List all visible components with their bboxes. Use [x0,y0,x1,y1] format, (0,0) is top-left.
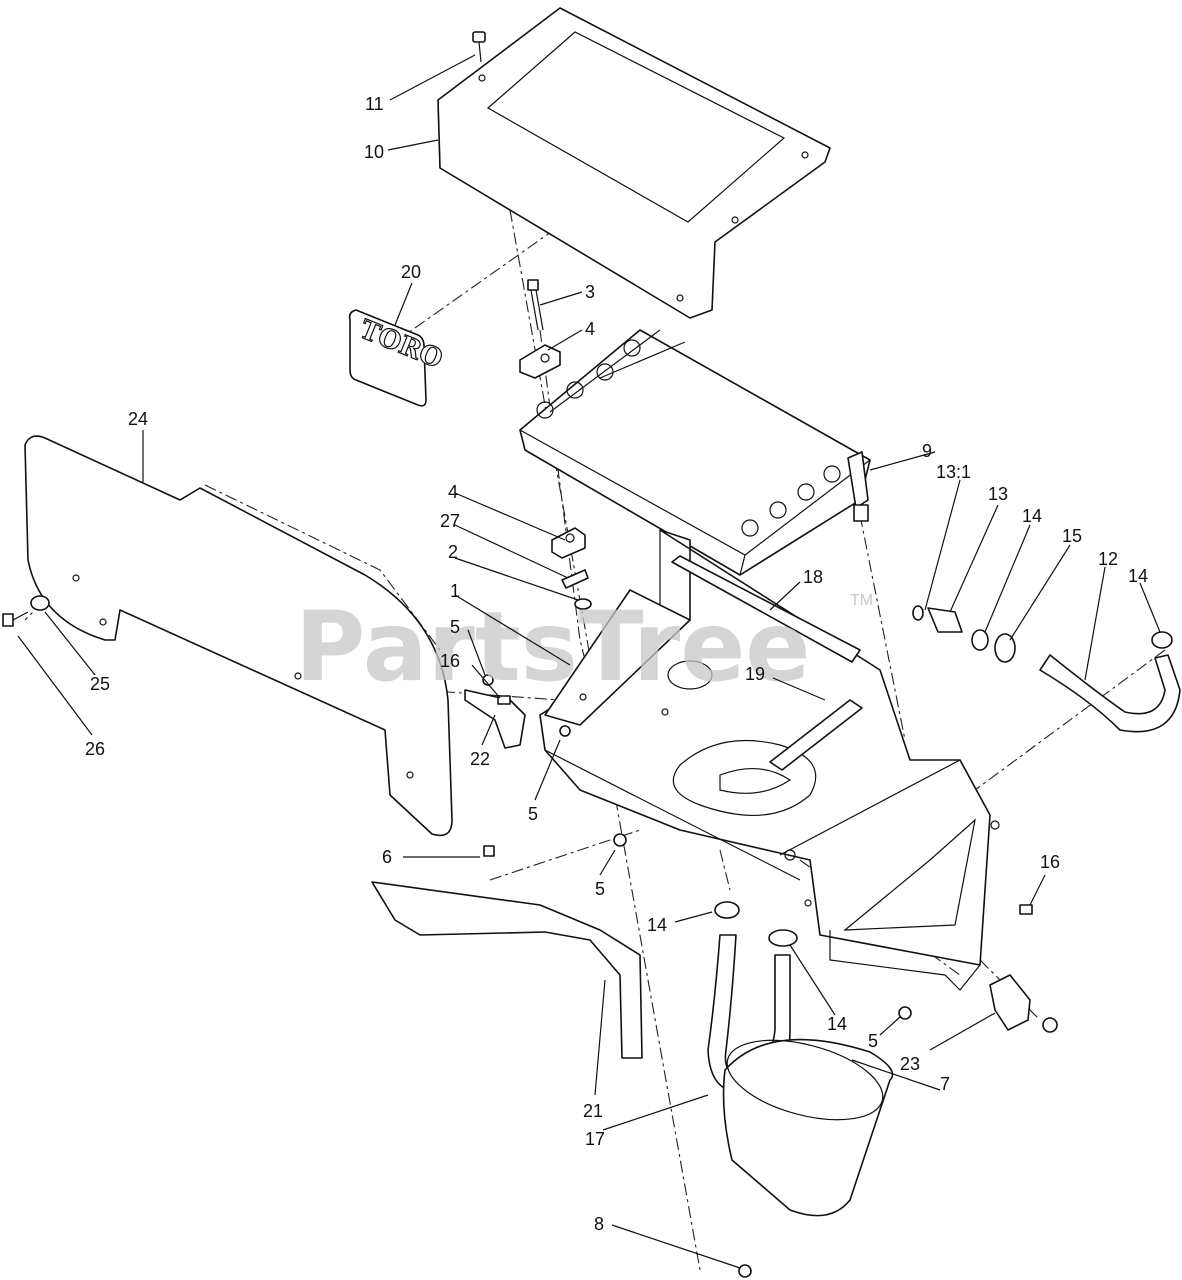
part-16-bolt-a [497,695,511,705]
part-14-clamp-b [1151,631,1173,649]
callout-8: 8 [594,1214,604,1234]
callout-20: 20 [401,262,421,282]
callout-9: 9 [922,441,932,461]
part-15-clamp [994,633,1016,663]
part-5-nut-d [898,1006,912,1020]
part-13-fitting [927,607,963,633]
part-11-screw [472,31,486,63]
part-13-1-o-ring [912,605,924,621]
part-25-washer [30,595,50,611]
callout-14-d: 14 [827,1014,847,1034]
callout-23: 23 [900,1054,920,1074]
part-6-screw [483,845,495,857]
callout-19: 19 [745,664,765,684]
callout-11: 11 [365,94,384,114]
part-18-bar [671,555,861,663]
part-10-top-cover [437,7,831,319]
part-2-washer [574,598,592,610]
callout-5-a: 5 [450,617,460,637]
part-1-bracket [544,589,691,726]
part-4-clamp-lower [551,527,586,559]
callout-14-c: 14 [647,915,667,935]
callout-1: 1 [450,581,460,601]
part-5-nut-a [482,674,494,686]
part-24-side-panel [24,435,453,837]
part-17-hose [707,934,791,1093]
part-3-bolt [527,279,544,331]
callout-27: 27 [440,511,460,531]
part-7-bowl [722,1038,894,1217]
part-14-clamp-d [768,929,798,947]
part-9-fuel-tank [519,329,871,576]
callout-3: 3 [585,282,595,302]
part-12-hose [1039,654,1181,733]
part-8-nut [738,1264,752,1278]
callout-labels: 11 10 20 3 4 24 9 13:1 13 14 15 12 14 4 … [85,94,1148,1234]
part-26-bolt [2,611,29,627]
callout-4-upper: 4 [585,319,595,339]
callout-4-lower: 4 [448,482,458,502]
callout-13-1: 13:1 [936,462,971,482]
callout-15: 15 [1062,526,1082,546]
callout-17: 17 [585,1129,605,1149]
callout-18: 18 [803,567,823,587]
callout-24: 24 [128,409,148,429]
callout-7: 7 [940,1074,950,1094]
callout-16-b: 16 [1040,852,1060,872]
callout-6: 6 [382,847,392,867]
callout-14-a: 14 [1022,506,1042,526]
callout-26: 26 [85,739,105,759]
callout-10: 10 [364,142,384,162]
part-21-seal-strip [371,881,643,1059]
callout-2: 2 [448,542,458,562]
part-4-clamp-upper [519,344,561,379]
part-19-bar [769,699,863,771]
callout-12: 12 [1098,549,1118,569]
part-5-nut-b [559,725,571,737]
callout-16-a: 16 [440,651,460,671]
part-14-clamp-a [971,629,989,651]
part-14-clamp-c [714,901,740,919]
callout-14-b: 14 [1128,566,1148,586]
callout-13: 13 [988,484,1008,504]
callout-25: 25 [90,674,110,694]
main-frame [539,529,1000,991]
callout-22: 22 [470,749,490,769]
callout-5-b: 5 [528,804,538,824]
watermark-tm: TM [850,592,873,609]
callout-21: 21 [583,1101,603,1121]
part-16-bolt-b [1019,904,1033,915]
watermark: PartsTree TM [295,591,873,703]
part-27-plate [561,569,589,589]
callout-5-d: 5 [868,1031,878,1051]
part-20-decal: TORO [348,309,447,407]
watermark-text: PartsTree [295,591,810,703]
part-23-bracket [989,974,1058,1033]
part-5-nut-c [613,833,627,847]
callout-leaders [17,54,1161,1269]
callout-5-c: 5 [595,879,605,899]
